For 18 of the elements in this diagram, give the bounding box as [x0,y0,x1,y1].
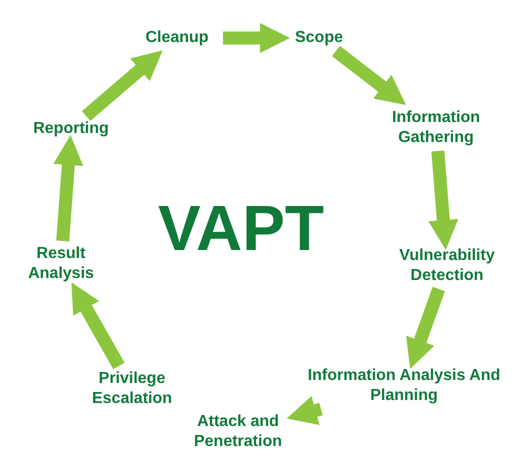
block-arrow [286,396,323,425]
center-title: VAPT [157,196,325,260]
block-arrow [223,23,290,53]
step-label: Vulnerability Detection [388,246,506,286]
step-label: Privilege Escalation [66,369,198,409]
step-label: Attack and Penetration [186,412,290,452]
step-label: Information Analysis And Planning [300,366,508,406]
block-arrow [82,50,163,121]
step-label: Scope [286,28,352,48]
block-arrow [71,282,125,370]
step-label: Cleanup [134,28,220,48]
step-label: Information Gathering [368,108,504,148]
block-arrow [406,286,445,369]
step-label: Reporting [20,119,122,139]
block-arrow [53,135,84,242]
step-label: Result Analysis [6,244,116,284]
block-arrow [428,150,458,250]
block-arrow [332,46,406,105]
